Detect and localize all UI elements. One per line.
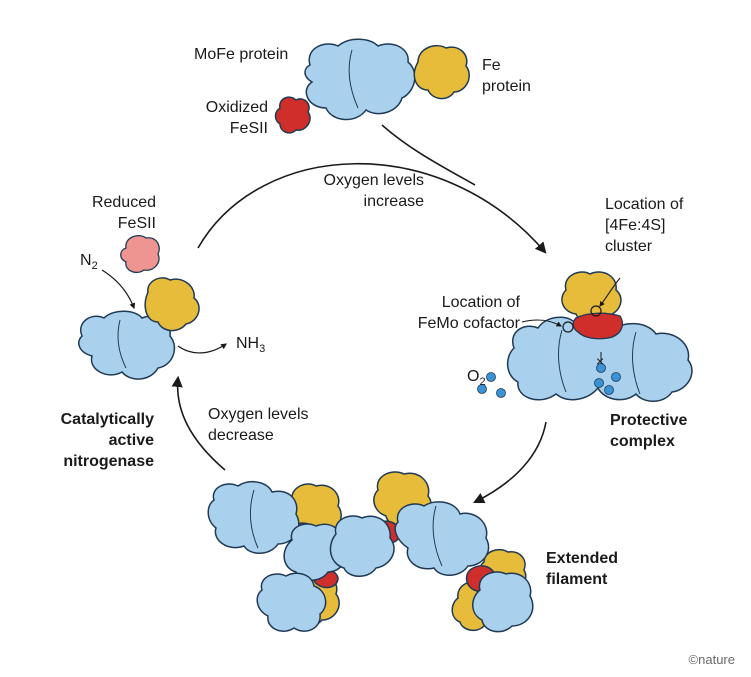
label-oxygen-decrease-line2: decrease — [208, 427, 274, 444]
label-cluster-line2: [4Fe:4S] — [605, 217, 666, 234]
label-oxygen-increase-line2: increase — [363, 193, 424, 210]
reduced-fesii — [120, 234, 160, 274]
label-catalytic-line3: nitrogenase — [63, 453, 154, 470]
label-oxidized-line2: FeSII — [229, 120, 268, 137]
cofactor-marker — [562, 321, 574, 333]
label-cluster-location: Location of [4Fe:4S] cluster — [605, 194, 683, 257]
label-protective-complex: Protective complex — [610, 410, 687, 452]
fesii-shield-protective — [572, 312, 623, 340]
arrow-oxygen-increase — [197, 162, 547, 254]
label-fe-protein-line2: protein — [482, 78, 531, 95]
label-catalytic-line2: active — [108, 432, 154, 449]
oxygen-blocked-mark: × — [596, 353, 605, 369]
oxygen-molecules — [477, 363, 621, 398]
cluster-marker — [590, 305, 602, 317]
label-n2: N2 — [80, 250, 98, 277]
arrow-to-filament — [472, 421, 547, 504]
label-reduced-fesii: Reduced FeSII — [70, 192, 156, 234]
arrow-n2-in — [101, 269, 136, 310]
fe-protein-top — [413, 44, 470, 100]
arrow-nh3-out — [177, 343, 227, 354]
label-reduced-line1: Reduced — [91, 194, 156, 211]
nature-credit: ©nature — [688, 652, 735, 667]
arrow-mofe-to-protective — [381, 124, 476, 186]
fe-protein-protective — [561, 271, 622, 324]
label-nh3-main: NH — [236, 335, 260, 352]
label-oxygen-increase: Oxygen levels increase — [300, 170, 425, 212]
mofe-protein-top — [304, 38, 416, 121]
label-oxidized-fesii: Oxidized FeSII — [180, 97, 268, 139]
label-oxygen-decrease: Oxygen levels decrease — [208, 404, 309, 446]
pointer-cofactor — [521, 319, 562, 327]
label-fe-protein-line1: Fe — [482, 57, 501, 74]
label-nh3: NH3 — [236, 333, 265, 360]
label-oxygen-increase-line1: Oxygen levels — [323, 172, 425, 189]
label-nh3-sub: 3 — [259, 343, 266, 356]
label-cofactor-line2: FeMo cofactor — [417, 315, 520, 332]
label-o2-sub: 2 — [479, 376, 486, 389]
label-o2-main: O — [467, 368, 480, 385]
arrow-oxygen-decrease — [171, 375, 226, 471]
label-mofe-protein: MoFe protein — [194, 46, 289, 63]
label-extended-filament: Extended filament — [546, 548, 618, 590]
label-n2-sub: 2 — [91, 260, 98, 273]
label-oxidized-line1: Oxidized — [205, 99, 268, 116]
label-n2-main: N — [80, 252, 92, 269]
label-catalytic-line1: Catalytically — [60, 411, 154, 428]
mofe-protein-protective — [506, 316, 693, 402]
label-o2: O2 — [467, 366, 486, 393]
label-filament-line1: Extended — [546, 550, 619, 567]
label-protective-line1: Protective — [610, 412, 688, 429]
label-filament-line2: filament — [546, 571, 608, 588]
oxidized-fesii — [274, 96, 311, 134]
label-cluster-line3: cluster — [605, 238, 653, 255]
label-cluster-line1: Location of — [605, 196, 684, 213]
label-catalytic-nitrogenase: Catalytically active nitrogenase — [26, 409, 154, 472]
extended-filament — [207, 471, 534, 633]
label-cofactor-line1: Location of — [441, 294, 520, 311]
mofe-protein-left — [78, 310, 176, 380]
fe-protein-left — [144, 277, 200, 332]
label-reduced-line2: FeSII — [117, 215, 156, 232]
label-protective-line2: complex — [610, 433, 675, 450]
label-fe-protein: Fe protein — [482, 55, 531, 97]
label-oxygen-decrease-line1: Oxygen levels — [208, 406, 309, 423]
label-cofactor-location: Location of FeMo cofactor — [400, 292, 520, 334]
pointer-cluster — [599, 277, 621, 307]
